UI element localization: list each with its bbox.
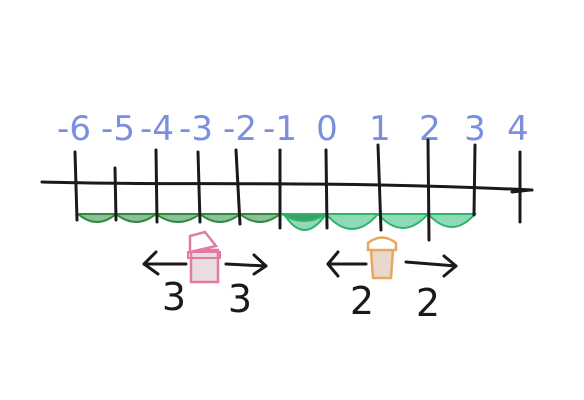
scoop xyxy=(425,213,478,228)
scoop xyxy=(75,213,119,223)
tick-mark xyxy=(154,148,159,224)
bucket-rim xyxy=(187,251,221,259)
tick-mark xyxy=(73,150,79,222)
tick-label: 4 xyxy=(507,109,529,149)
tick-label: 2 xyxy=(419,109,441,149)
scoop xyxy=(152,213,204,223)
tick-label: -4 xyxy=(140,109,174,149)
tick-label: 0 xyxy=(316,109,338,149)
tick-label: -2 xyxy=(223,109,257,149)
tick-label: -1 xyxy=(263,109,297,149)
right-bucket-icon xyxy=(366,236,398,280)
tick-marks xyxy=(73,138,532,242)
bucket-body xyxy=(369,248,395,280)
axis-line xyxy=(40,180,534,192)
right-arrow-head xyxy=(442,254,458,278)
right-arrow-icon xyxy=(404,260,458,268)
right-arrow-head xyxy=(252,253,268,276)
left-scoops xyxy=(75,213,283,223)
count-labels: 3 3 2 2 xyxy=(162,275,440,325)
tick-mark xyxy=(113,166,118,222)
tick-label: 1 xyxy=(369,109,391,149)
tick-mark xyxy=(234,148,242,226)
right-arrow-icon xyxy=(224,262,268,268)
tick-mark xyxy=(196,150,202,224)
left-count-label: 3 xyxy=(162,275,186,319)
scoop xyxy=(375,213,431,229)
tick-labels: -6 -5 -4 -3 -2 -1 0 1 2 3 4 xyxy=(57,109,529,149)
tick-mark xyxy=(510,188,532,194)
bucket-top xyxy=(366,236,398,252)
right-count-label: 2 xyxy=(416,281,440,325)
tick-label: -5 xyxy=(101,109,135,149)
tick-mark xyxy=(472,143,477,217)
left-arrow-head xyxy=(326,250,340,278)
tick-label: -3 xyxy=(179,109,213,149)
tick-mark xyxy=(426,138,431,242)
scoop xyxy=(197,213,243,223)
left-arrow-head xyxy=(142,250,160,276)
scoop xyxy=(323,213,381,230)
right-scoops xyxy=(278,213,478,231)
bucket-top xyxy=(188,230,219,254)
arrows xyxy=(142,250,458,278)
left-bucket-icon xyxy=(187,230,221,284)
left-count-label: 2 xyxy=(350,279,374,323)
scoop xyxy=(113,213,159,223)
right-count-label: 3 xyxy=(228,277,252,321)
tick-label: 3 xyxy=(464,109,486,149)
tick-mark xyxy=(324,148,329,230)
scoop xyxy=(237,213,283,223)
tick-label: -6 xyxy=(57,109,91,149)
bucket-body xyxy=(189,248,220,284)
tick-mark xyxy=(376,143,383,232)
